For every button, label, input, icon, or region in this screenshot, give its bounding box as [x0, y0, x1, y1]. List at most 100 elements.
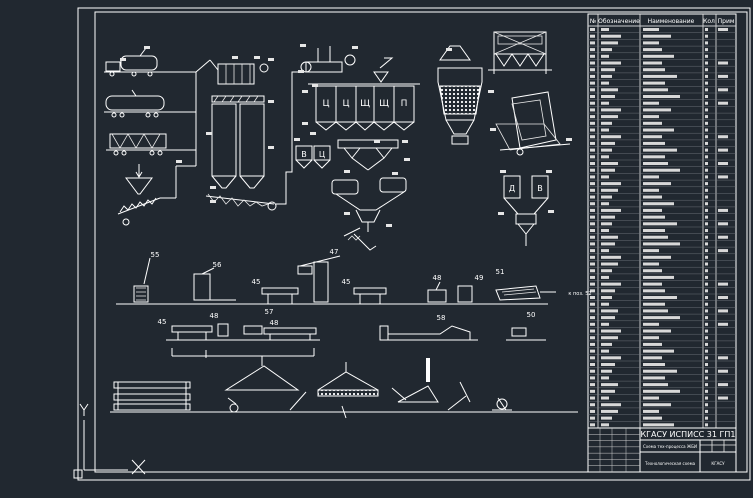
spec-cell-mark: [601, 175, 609, 179]
spec-cell-mark: [601, 208, 621, 212]
spec-cell-mark: [643, 396, 659, 400]
spec-cell-mark: [601, 141, 615, 145]
spec-cell-mark: [643, 68, 665, 72]
spec-cell-mark: [705, 195, 708, 199]
spec-cell-mark: [601, 41, 618, 45]
spec-cell-mark: [643, 416, 662, 420]
spec-cell-mark: [718, 148, 728, 152]
spec-cell-mark: [601, 88, 618, 92]
spec-cell-mark: [705, 249, 708, 253]
spec-cell-mark: [705, 423, 708, 427]
spec-cell-mark: [601, 369, 612, 373]
spec-cell-mark: [601, 155, 609, 159]
spec-cell-mark: [705, 54, 708, 58]
spec-cell-mark: [643, 235, 668, 239]
spec-cell-mark: [643, 121, 662, 125]
spec-cell-mark: [643, 155, 665, 159]
callout-mark: [176, 160, 182, 163]
cement-truck-icon: [104, 47, 170, 77]
spec-cell-mark: [643, 369, 677, 373]
station-label: 57: [265, 308, 274, 316]
spec-cell-mark: [590, 316, 595, 320]
spec-cell-mark: [643, 269, 662, 273]
spec-cell-mark: [705, 155, 708, 159]
spec-cell-mark: [705, 229, 708, 233]
spec-cell-mark: [643, 349, 674, 353]
spec-cell-mark: [601, 329, 621, 333]
continuation-note: к поз. 52: [568, 291, 591, 297]
spec-cell-mark: [601, 168, 615, 172]
spec-cell-mark: [601, 282, 621, 286]
feeder-ramp-icon: [495, 91, 571, 156]
dosing-label-1: В: [301, 150, 307, 159]
screw-conveyor-icon: [117, 71, 197, 226]
spec-cell-mark: [705, 242, 708, 246]
station-label: 51: [496, 268, 505, 276]
spec-cell-mark: [590, 175, 595, 179]
callout-mark: [392, 172, 398, 175]
spec-cell-mark: [718, 222, 728, 226]
spec-cell-mark: [590, 302, 595, 306]
spec-cell-mark: [718, 396, 728, 400]
spec-cell-mark: [705, 208, 708, 212]
spec-cell-mark: [601, 148, 612, 152]
spec-cell-mark: [705, 322, 708, 326]
callout-mark: [344, 170, 350, 173]
callout-mark: [344, 212, 350, 215]
spec-cell-mark: [705, 369, 708, 373]
spec-cell-mark: [643, 115, 659, 119]
spec-cell-mark: [643, 423, 674, 427]
spec-cell-mark: [705, 235, 708, 239]
callout-mark: [352, 46, 358, 49]
spec-cell-mark: [590, 121, 595, 125]
spec-cell-mark: [590, 148, 595, 152]
spec-cell-mark: [643, 215, 665, 219]
spec-cell-mark: [718, 309, 728, 313]
spec-cell-mark: [590, 54, 595, 58]
spec-cell-mark: [718, 175, 728, 179]
callout-mark: [302, 90, 308, 93]
spec-cell-mark: [643, 222, 677, 226]
spec-cell-mark: [601, 336, 618, 340]
spec-cell-mark: [601, 195, 612, 199]
spec-cell-mark: [590, 363, 595, 367]
spec-cell-mark: [705, 81, 708, 85]
spec-cell-mark: [643, 61, 662, 65]
spec-col-qty: Кол: [703, 18, 715, 25]
spec-cell-mark: [590, 115, 595, 119]
spec-cell-mark: [643, 389, 680, 393]
spec-cell-mark: [590, 309, 595, 313]
station-label: 45: [252, 278, 261, 286]
station-label: 56: [213, 261, 222, 269]
dosing-label-2: Ц: [319, 150, 325, 159]
silo-label-2: Ц: [343, 99, 350, 109]
spec-cell-mark: [718, 208, 728, 212]
spec-cell-mark: [601, 229, 609, 233]
spec-cell-mark: [590, 215, 595, 219]
inner-frame: [94, 11, 748, 473]
spec-cell-mark: [705, 356, 708, 360]
spec-cell-mark: [590, 182, 595, 186]
spec-cell-mark: [705, 188, 708, 192]
spec-cell-mark: [705, 141, 708, 145]
callout-mark: [144, 46, 150, 49]
spec-cell-mark: [601, 222, 612, 226]
spec-cell-mark: [601, 74, 612, 78]
spec-cell-mark: [601, 115, 618, 119]
spec-cell-mark: [601, 255, 621, 259]
storage-rigging-row: [110, 356, 578, 419]
callout-mark: [548, 210, 554, 213]
spec-cell-mark: [590, 249, 595, 253]
spec-cell-mark: [705, 162, 708, 166]
spec-col-designation: Обозначение: [598, 18, 640, 25]
spec-cell-mark: [590, 135, 595, 139]
callout-mark: [268, 146, 274, 149]
spec-cell-mark: [601, 135, 621, 139]
spec-cell-mark: [718, 162, 728, 166]
spec-cell-mark: [718, 135, 728, 139]
spec-cell-mark: [643, 188, 659, 192]
ucs-axis-icon: [79, 403, 146, 475]
spec-cell-mark: [705, 128, 708, 132]
spec-cell-mark: [643, 48, 662, 52]
spec-cell-mark: [643, 74, 677, 78]
